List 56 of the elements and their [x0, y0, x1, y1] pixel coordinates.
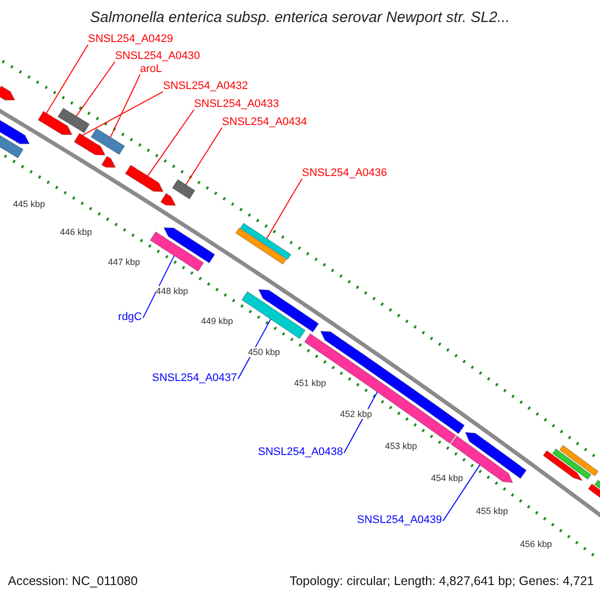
gene-feature: [90, 128, 126, 156]
tick-label: 449 kbp: [201, 316, 234, 326]
gene-label: SNSL254_A0437: [152, 372, 237, 385]
gene-feature: [559, 444, 599, 476]
title: Salmonella enterica subsp. enterica serovar Newport str. SL2...: [89, 9, 511, 26]
gene-feature: [172, 179, 196, 200]
leader-line: [82, 91, 164, 136]
gene-label: SNSL254_A0433: [194, 98, 280, 111]
footer-text: Accession: NC_011080: [8, 574, 138, 588]
tick-label: 446 kbp: [60, 227, 92, 238]
gene-label: SNSL254_A0438: [258, 446, 343, 459]
gene-feature: [160, 192, 176, 206]
gene-label: SNSL254_A0436: [302, 167, 388, 180]
leader-line: [442, 464, 480, 522]
leader-line: [46, 44, 88, 114]
tick-label: 451 kbp: [294, 378, 326, 388]
leader-line: [142, 255, 175, 318]
gene-feature: [450, 435, 514, 484]
tick-label: 452 kbp: [340, 409, 372, 420]
gene-feature: [124, 164, 164, 192]
leader-line: [76, 61, 116, 117]
leader-line: [147, 109, 194, 176]
leader-line: [266, 178, 302, 239]
gene-label: SNSL254_A0429: [88, 33, 174, 46]
gene-feature: [240, 222, 292, 260]
gene-feature: [57, 108, 90, 134]
tick-label: 445 kbp: [13, 199, 46, 210]
gene-feature: [150, 231, 204, 272]
gene-feature: [552, 448, 592, 480]
gene-label: SNSL254_A0434: [222, 116, 308, 129]
tick-label: 456 kbp: [520, 539, 552, 550]
tick-label: 454 kbp: [431, 473, 464, 484]
tick-label: 447 kbp: [108, 257, 140, 268]
tick-label: 448 kbp: [156, 286, 188, 296]
gene-feature: [235, 227, 287, 265]
tick-label: 453 kbp: [385, 441, 418, 452]
gene-feature: [542, 450, 584, 482]
gene-label: aroL: [140, 63, 162, 76]
gene-feature: [0, 86, 16, 100]
leader-line: [185, 127, 222, 186]
gene-label: SNSL254_A0430: [115, 50, 200, 63]
gene-feature: [38, 110, 73, 135]
tick-label: 455 kbp: [476, 506, 508, 516]
gene-feature: [241, 291, 306, 340]
gene-label: rdgC: [118, 311, 142, 324]
leader-line: [344, 392, 378, 454]
gene-feature: [101, 156, 116, 168]
gene-label: SNSL254_A0432: [163, 80, 248, 93]
gene-feature: [163, 227, 216, 264]
footer-text: Topology: circular; Length: 4,827,641 bp; Genes: 4,721: [290, 574, 594, 588]
gene-feature: [74, 132, 106, 156]
gene-label: SNSL254_A0439: [356, 514, 442, 527]
gene-feature: [258, 289, 320, 332]
tick-label: 450 kbp: [248, 347, 280, 358]
leader-line: [110, 74, 140, 138]
gene-feature: [464, 432, 527, 479]
